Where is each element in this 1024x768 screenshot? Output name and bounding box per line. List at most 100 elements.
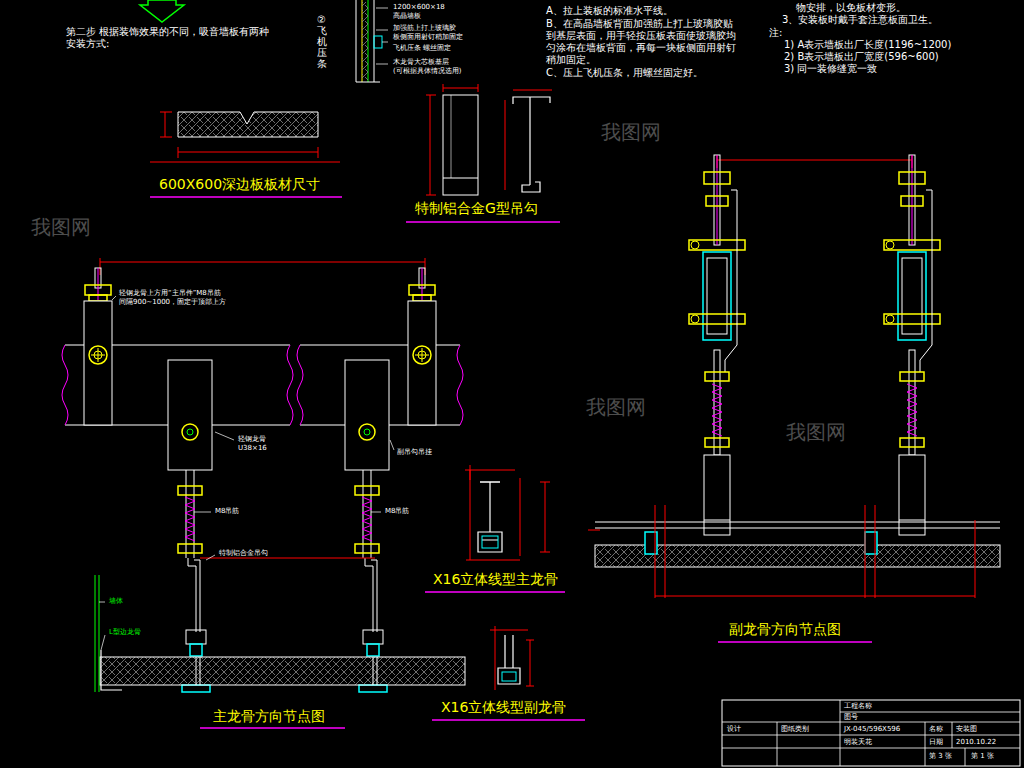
- figure-caption: 特制铝合金G型吊勾: [414, 200, 539, 217]
- part-label: 1200×600×18: [392, 3, 446, 11]
- install-step: C、压上飞机压条，用螺丝固定好。: [545, 67, 704, 79]
- sub-keel-node: [588, 155, 1000, 642]
- green-step-arrow: [140, 0, 184, 22]
- wall-section: [374, 36, 382, 48]
- part-label: 特制铝合金吊勾: [218, 549, 269, 557]
- main-keel-node: [200, 558, 375, 559]
- part-label: 飞机压条 螺丝固定: [392, 44, 452, 52]
- figure-caption: 主龙骨方向节点图: [212, 708, 326, 725]
- install-note: 3) 同一装修缝宽一致: [783, 63, 878, 75]
- g-hook-detail: [406, 221, 560, 223]
- watermark: 我图网: [785, 420, 847, 444]
- main-keel-node: [101, 650, 122, 690]
- main-keel-node: [100, 657, 465, 685]
- install-step: B、在高晶墙板背面加强筋上打上玻璃胶贴到基层表面，用手轻按压板表面使玻璃胶均匀涂…: [545, 18, 742, 66]
- title-cell: 工程名称: [843, 702, 873, 710]
- title-cell: 图纸类别: [780, 725, 810, 733]
- sub-keel-node: [717, 155, 912, 168]
- title-cell: 安装图: [955, 725, 978, 733]
- figure-caption: 600X600深边板板材尺寸: [158, 176, 321, 193]
- wall-section: [356, 0, 357, 82]
- part-label: 副吊勾吊挂: [396, 448, 433, 456]
- keel-profiles: [482, 536, 498, 548]
- panel-profile: [150, 112, 340, 162]
- main-keel-node: [65, 345, 460, 425]
- step-note: 第二步 根据装饰效果的不同，吸音墙板有两种安装方式:: [65, 26, 272, 50]
- section-label: ②飞机压条: [316, 14, 328, 69]
- title-cell: JX-045/596X596: [843, 725, 901, 733]
- install-note: 2) B表示墙板出厂宽度(596~600): [783, 51, 940, 63]
- main-keel-node: [168, 360, 212, 692]
- sub-keel-node: [884, 155, 940, 535]
- main-keel-node: [345, 360, 389, 692]
- title-cell: 设计: [726, 725, 742, 733]
- part-label: L型边龙骨: [108, 628, 142, 636]
- g-hook-detail: [451, 95, 452, 178]
- keel-profiles: [478, 482, 502, 552]
- part-label: 高晶墙板: [392, 12, 422, 20]
- wall-section: [356, 0, 388, 82]
- g-hook-detail: [443, 95, 478, 195]
- title-block: [722, 700, 1020, 766]
- part-label: 加强筋上打上玻璃胶: [392, 24, 457, 32]
- panel-profile: [150, 112, 340, 162]
- part-label: 轻钢龙骨上方用“主吊件”M8吊筋: [118, 289, 222, 297]
- g-hook-detail: [513, 97, 550, 104]
- keel-profiles: [490, 626, 534, 690]
- caption-underline: [150, 197, 342, 198]
- main-keel-node: [200, 727, 345, 729]
- watermark: 我图网: [585, 395, 647, 419]
- title-block: [722, 700, 1020, 766]
- g-hook-detail: [443, 178, 478, 179]
- main-keel-node: [408, 268, 436, 425]
- part-label: M8吊筋: [384, 507, 411, 515]
- sub-keel-node: [588, 505, 975, 598]
- title-cell: 名称: [928, 725, 944, 733]
- g-hook-detail: [426, 84, 552, 195]
- watermark: 我图网: [600, 120, 662, 144]
- wall-section: [376, 8, 388, 64]
- part-label: (可根据具体情况选用): [392, 67, 462, 75]
- figure-caption: X16立体线型副龙骨: [440, 699, 567, 716]
- caption-underline: [150, 196, 342, 198]
- main-keel-node: [196, 657, 377, 685]
- sub-keel-node: [689, 155, 745, 535]
- keel-profiles: [465, 465, 550, 560]
- part-label: U38×16: [237, 444, 268, 452]
- g-hook-detail: [529, 97, 530, 185]
- part-label: M8吊筋: [214, 507, 241, 515]
- panel-profile: [178, 112, 318, 137]
- green-step-arrow: [140, 0, 184, 22]
- wall-section: [362, 2, 368, 80]
- install-note: 物安排，以免板材变形。: [795, 2, 907, 14]
- sub-keel-node: [718, 641, 872, 643]
- keel-profiles: [425, 465, 585, 720]
- title-cell: 第 1 张: [970, 752, 995, 760]
- g-hook-detail: [522, 182, 540, 192]
- title-cell: 日期: [928, 738, 944, 746]
- figure-caption: X16立体线型主龙骨: [432, 571, 559, 588]
- part-label: 轻钢龙骨: [237, 435, 267, 443]
- g-hook-detail: [406, 84, 560, 222]
- install-note: 注:: [768, 27, 783, 39]
- part-label: 间隔900~1000，固定于顶部上方: [118, 298, 227, 306]
- main-keel-node: [95, 575, 99, 692]
- main-keel-node: [84, 268, 112, 425]
- wall-section: [356, 82, 380, 83]
- title-block: [722, 700, 1020, 766]
- title-cell: 第 3 张: [928, 752, 953, 760]
- main-keel-node: [62, 258, 465, 728]
- part-label: 墙体: [108, 597, 124, 605]
- watermark: 我图网: [30, 215, 92, 239]
- install-note: 3、安装板时戴手套注意板面卫生。: [781, 14, 939, 26]
- part-label: 板侧面用射钉稍加固定: [392, 33, 464, 41]
- install-step: A、拉上装板的标准水平线。: [545, 5, 674, 17]
- keel-profiles: [502, 672, 516, 681]
- title-cell: 2010.10.22: [955, 738, 997, 746]
- main-keel-node: [99, 296, 394, 650]
- sub-keel-node: [595, 522, 1000, 528]
- keel-profiles: [498, 635, 520, 684]
